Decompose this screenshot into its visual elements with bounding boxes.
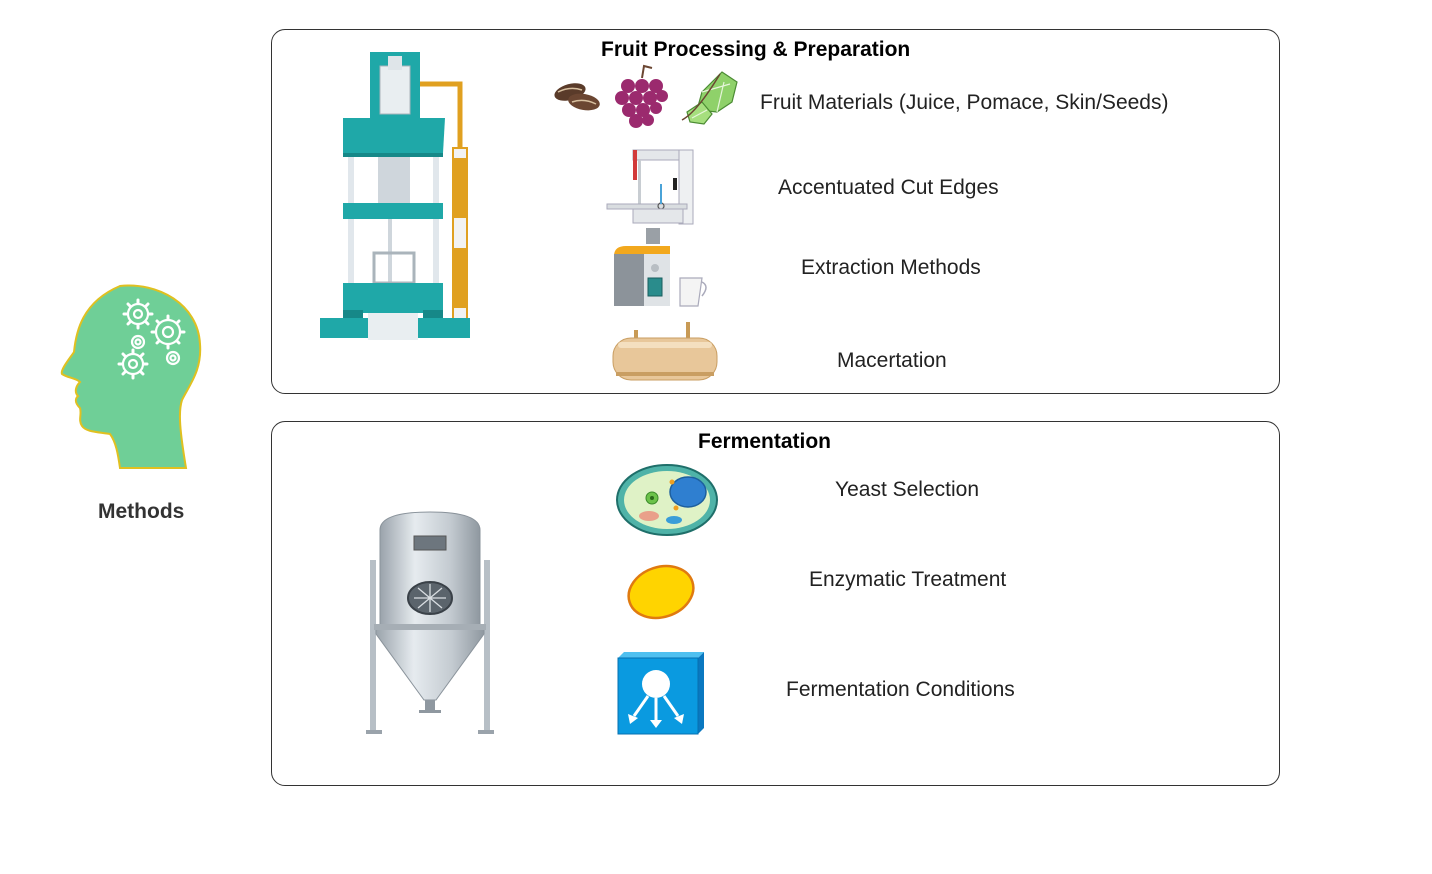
yeast-cell-icon — [614, 462, 720, 538]
panel-title-fermentation: Fermentation — [698, 430, 832, 453]
fermenter-icon — [364, 510, 496, 736]
item-label-fruit-materials: Fruit Materials (Juice, Pomace, Skin/See… — [760, 91, 1169, 114]
item-label-yeast: Yeast Selection — [835, 478, 979, 501]
item-label-maceration: Macertation — [837, 349, 947, 372]
tank-icon — [610, 320, 720, 382]
enzyme-icon — [624, 562, 698, 622]
band-saw-icon — [605, 148, 700, 228]
hydraulic-press-icon — [318, 48, 473, 340]
methods-label: Methods — [98, 500, 185, 523]
item-label-fermentation-conditions: Fermentation Conditions — [786, 678, 1015, 701]
panel-title-fruit-processing: Fruit Processing & Preparation — [601, 38, 911, 61]
item-label-cut-edges: Accentuated Cut Edges — [778, 176, 999, 199]
item-label-extraction: Extraction Methods — [801, 256, 981, 279]
item-label-enzymatic: Enzymatic Treatment — [809, 568, 1007, 591]
fruit-materials-icon — [552, 62, 747, 132]
head-gears-icon — [58, 282, 203, 472]
conditions-box-icon — [616, 650, 706, 736]
juicer-icon — [610, 228, 710, 308]
